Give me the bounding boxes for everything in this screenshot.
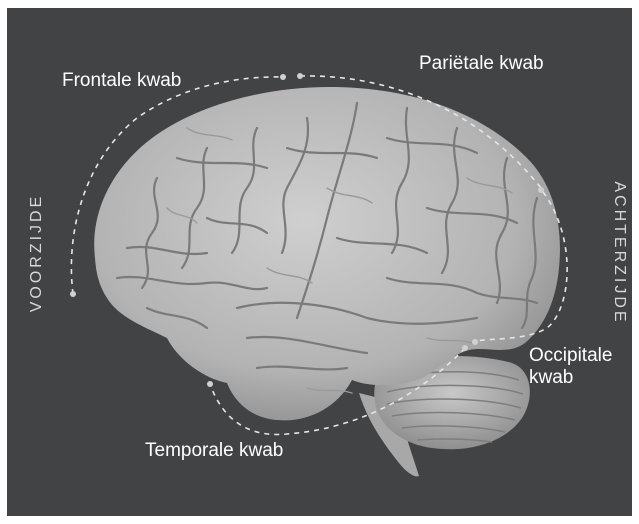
label-parietal-lobe: Pariëtale kwab [419, 53, 544, 75]
temporal-arc-end-dot [207, 381, 213, 387]
occipital-arc-end-dot [472, 339, 478, 345]
label-frontal-lobe: Frontale kwab [62, 70, 181, 92]
parietal-arc-end-dot [538, 187, 544, 193]
label-temporal-lobe: Temporale kwab [145, 440, 283, 462]
side-label-front: VOORZIJDE [28, 183, 46, 323]
parietal-arc-start-dot [297, 73, 303, 79]
temporal-arc-start-dot [462, 345, 468, 351]
label-occipital-lobe-line1: Occipitale [529, 345, 612, 367]
side-label-back: ACHTERZIJDE [610, 173, 628, 333]
frontal-arc-end-dot [280, 74, 286, 80]
diagram-panel: Frontale kwab Pariëtale kwab Occipitale … [7, 8, 632, 516]
label-occipital-lobe-line2: kwab [529, 367, 573, 389]
frontal-arc-start-dot [70, 291, 76, 297]
